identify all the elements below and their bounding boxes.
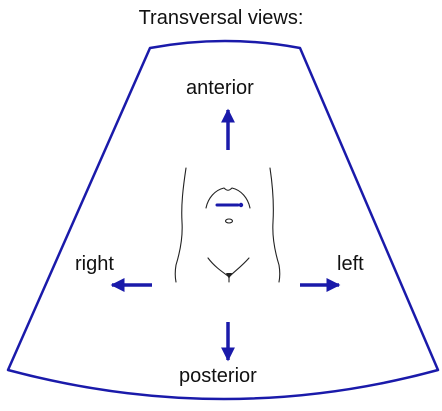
pubic-mark bbox=[226, 273, 232, 279]
label-anterior: anterior bbox=[186, 78, 254, 98]
torso-left-outline bbox=[175, 168, 186, 282]
label-posterior: posterior bbox=[179, 366, 257, 386]
navel bbox=[226, 219, 233, 223]
diagram-title: Transversal views: bbox=[0, 8, 442, 28]
probe-marker-dot bbox=[239, 203, 243, 207]
torso-figure bbox=[175, 168, 280, 282]
label-right: right bbox=[75, 254, 114, 274]
torso-right-outline bbox=[270, 168, 280, 282]
groin-right bbox=[230, 258, 249, 276]
label-left: left bbox=[337, 254, 364, 274]
groin-left bbox=[208, 258, 228, 276]
